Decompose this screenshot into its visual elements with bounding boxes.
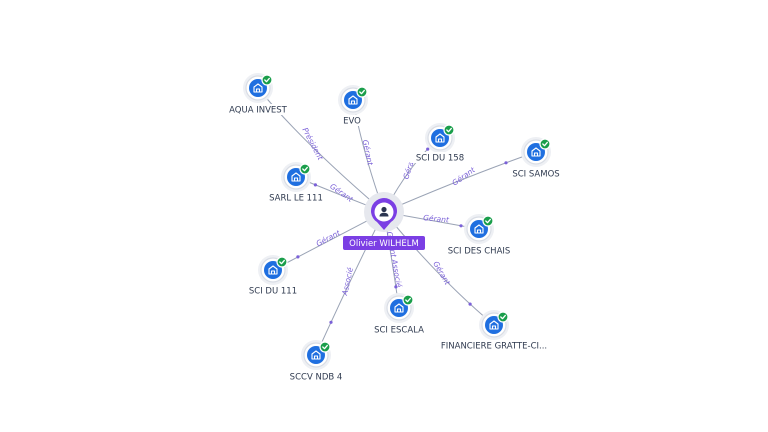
node-label-bg xyxy=(242,285,304,296)
node-core xyxy=(344,91,362,109)
node-label-bg xyxy=(224,104,292,115)
verified-check-icon xyxy=(402,294,414,306)
verified-check-icon xyxy=(299,163,311,175)
node-label-bg xyxy=(427,340,561,351)
center-name-label: Olivier WILHELM xyxy=(349,239,419,249)
company-label: SCI SAMOS xyxy=(512,170,559,180)
company-node-sarl-le-111[interactable]: SARL LE 111 xyxy=(262,162,330,204)
company-node-sci-du-111[interactable]: SCI DU 111 xyxy=(242,255,304,297)
edge-arrow xyxy=(329,320,333,324)
building-icon xyxy=(268,265,278,275)
node-core xyxy=(390,299,408,317)
edge-line xyxy=(383,151,537,213)
building-icon xyxy=(531,147,541,157)
company-node-sccv-ndb-4[interactable]: SCCV NDB 4 xyxy=(285,340,347,383)
center-name-tag xyxy=(343,236,425,250)
company-label: AQUA INVEST xyxy=(229,106,288,116)
edge-line xyxy=(257,87,385,213)
verified-check-icon xyxy=(276,256,288,268)
edge-arrow xyxy=(459,224,463,228)
node-label-bg xyxy=(368,324,430,335)
node-core xyxy=(470,220,488,238)
node-label-bg xyxy=(339,115,365,126)
node-core xyxy=(264,261,282,279)
node-label-bg xyxy=(285,371,347,382)
company-label: SCI DU 111 xyxy=(249,287,297,297)
node-core xyxy=(527,143,545,161)
edge-arrow xyxy=(468,302,472,306)
edge-relation-label: Gérant xyxy=(423,213,451,224)
building-icon xyxy=(291,172,301,182)
edge-relation-label: Gérant xyxy=(328,182,355,205)
verified-check-icon xyxy=(539,138,551,150)
edge-relation-label: Gérant xyxy=(315,228,343,249)
edge-arrow xyxy=(313,183,317,187)
person-icon xyxy=(379,206,389,217)
company-node-sci-escala[interactable]: SCI ESCALA xyxy=(368,293,430,336)
building-icon xyxy=(489,320,499,330)
edge-line xyxy=(383,211,495,326)
edge-relation-label: Associé xyxy=(340,266,355,297)
company-label: SARL LE 111 xyxy=(269,194,323,204)
company-node-evo[interactable]: EVO xyxy=(338,85,368,127)
center-person-node[interactable]: Olivier WILHELM xyxy=(343,192,425,250)
company-node-sci-samos[interactable]: SCI SAMOS xyxy=(507,137,565,180)
verified-check-icon xyxy=(497,311,509,323)
verified-check-icon xyxy=(261,74,273,86)
node-core xyxy=(249,79,267,97)
node-core xyxy=(431,129,449,147)
edge-arrow xyxy=(394,285,398,289)
company-label: SCCV NDB 4 xyxy=(290,373,343,383)
company-node-aqua-invest[interactable]: AQUA INVEST xyxy=(224,73,292,116)
node-label-bg xyxy=(409,152,471,163)
building-icon xyxy=(435,133,445,143)
building-icon xyxy=(311,350,321,360)
company-node-sci-des-chais[interactable]: SCI DES CHAIS xyxy=(439,214,519,257)
company-label: SCI ESCALA xyxy=(374,326,424,336)
edge-relation-label: Gérant xyxy=(431,260,452,288)
building-icon xyxy=(348,95,358,105)
node-core xyxy=(287,168,305,186)
building-icon xyxy=(253,83,263,93)
company-node-financiere-gratte-ci[interactable]: FINANCIERE GRATTE-CI... xyxy=(427,310,561,352)
verified-check-icon xyxy=(356,86,368,98)
node-label-bg xyxy=(262,192,330,203)
building-icon xyxy=(474,224,484,234)
edge-arrow xyxy=(296,255,300,259)
company-label: SCI DES CHAIS xyxy=(448,247,511,257)
edge-arrow xyxy=(426,147,430,151)
verified-check-icon xyxy=(482,215,494,227)
company-label: SCI DU 158 xyxy=(416,154,464,164)
edge-relation-label: Gérant xyxy=(450,165,477,188)
node-label-bg xyxy=(439,245,519,256)
edge-arrow xyxy=(504,161,508,165)
building-icon xyxy=(394,303,404,313)
edge-relation-label: Gérant xyxy=(361,139,375,167)
company-node-sci-du-158[interactable]: SCI DU 158 xyxy=(409,123,471,164)
verified-check-icon xyxy=(443,124,455,136)
node-core xyxy=(307,346,325,364)
node-core xyxy=(485,316,503,334)
company-label: EVO xyxy=(343,117,361,127)
company-label: FINANCIERE GRATTE-CI... xyxy=(441,342,547,352)
verified-check-icon xyxy=(319,341,331,353)
node-label-bg xyxy=(507,168,565,179)
edge-relation-label: Président xyxy=(300,126,325,162)
